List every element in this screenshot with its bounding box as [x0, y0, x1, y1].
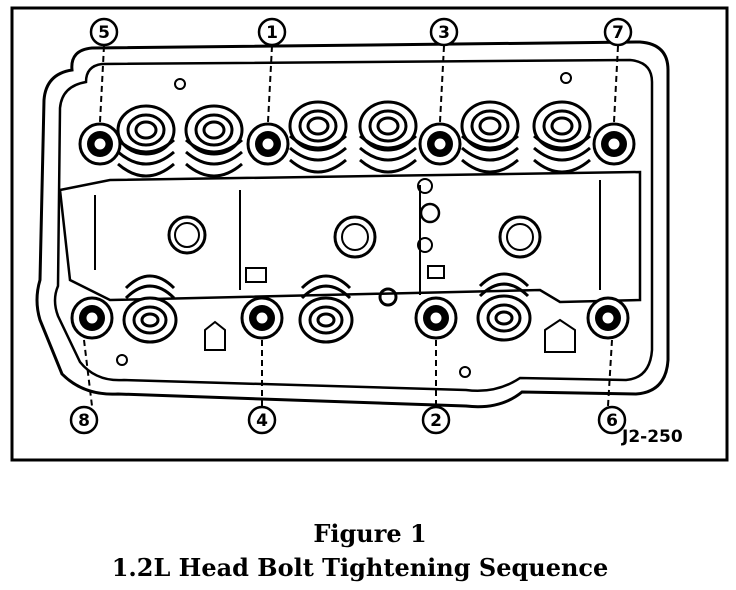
- sequence-callout: [69, 405, 99, 435]
- head-bolt-5: 5: [78, 17, 122, 166]
- sequence-callout: [597, 405, 627, 435]
- slot: [245, 267, 267, 283]
- figure-subtitle: 1.2L Head Bolt Tightening Sequence: [111, 553, 609, 582]
- figure-title: Figure 1: [313, 519, 427, 548]
- journal-hole: [333, 215, 377, 259]
- slot: [427, 265, 445, 279]
- leader-line: [613, 45, 619, 123]
- head-bolts: 5 1 3 7 8 4 2 6: [69, 17, 636, 435]
- head-bolt-7: 7: [592, 17, 636, 166]
- leader-line: [267, 45, 273, 123]
- figure-frame: [10, 6, 729, 462]
- small-hole: [116, 354, 128, 366]
- small-hole: [560, 72, 572, 84]
- bolt-socket: [255, 311, 269, 325]
- bolt-socket: [261, 137, 275, 151]
- port-band: [58, 170, 642, 304]
- sequence-number: 5: [98, 23, 110, 43]
- sequence-number: 4: [256, 411, 268, 431]
- sequence-number: 7: [612, 23, 624, 43]
- bolt-socket: [85, 311, 99, 325]
- oil-passage: [417, 178, 433, 194]
- head-bolt-6: 6: [586, 296, 630, 435]
- head-outline-outer: [35, 40, 670, 409]
- reference-code: J2-250: [621, 427, 683, 447]
- journal-hole: [506, 223, 534, 251]
- head-outline-inner: [53, 58, 654, 392]
- journal-hole: [341, 223, 369, 251]
- sequence-number: 3: [438, 23, 450, 43]
- bolt-socket: [433, 137, 447, 151]
- journal-hole: [174, 222, 200, 248]
- head-bolt-2: 2: [414, 296, 458, 435]
- small-hole: [174, 78, 186, 90]
- sequence-number: 8: [78, 411, 90, 431]
- bolt-socket: [93, 137, 107, 151]
- sequence-callout: [257, 17, 287, 47]
- head-bolt-1: 1: [246, 17, 290, 166]
- sequence-number: 1: [266, 23, 278, 43]
- small-hole: [459, 366, 471, 378]
- sequence-callout: [421, 405, 451, 435]
- sequence-callout: [89, 17, 119, 47]
- oil-passage: [378, 287, 398, 307]
- head-bolt-3: 3: [418, 17, 462, 166]
- leader-line: [439, 45, 445, 123]
- bolt-socket: [429, 311, 443, 325]
- cap-bracket: [204, 318, 576, 353]
- head-bolt-8: 8: [69, 296, 114, 435]
- valve-springs-top: [116, 100, 592, 178]
- sequence-number: 2: [430, 411, 442, 431]
- bolt-socket: [607, 137, 621, 151]
- cylinder-head-diagram: 5 1 3 7 8 4 2 6 J2-250: [10, 6, 729, 462]
- leader-line: [99, 45, 105, 123]
- sequence-callout: [603, 17, 633, 47]
- sequence-callout: [429, 17, 459, 47]
- valve-springs-bottom: [122, 272, 532, 344]
- leader-line: [83, 339, 93, 407]
- head-bolt-4: 4: [240, 296, 284, 435]
- leader-line: [607, 339, 613, 407]
- sequence-number: 6: [606, 411, 618, 431]
- sequence-callout: [247, 405, 277, 435]
- journal-hole: [167, 215, 207, 255]
- journal-hole: [498, 215, 542, 259]
- port-band-inner: [94, 180, 601, 295]
- bolt-socket: [601, 311, 615, 325]
- oil-passage: [419, 202, 441, 224]
- oil-passage: [417, 237, 433, 253]
